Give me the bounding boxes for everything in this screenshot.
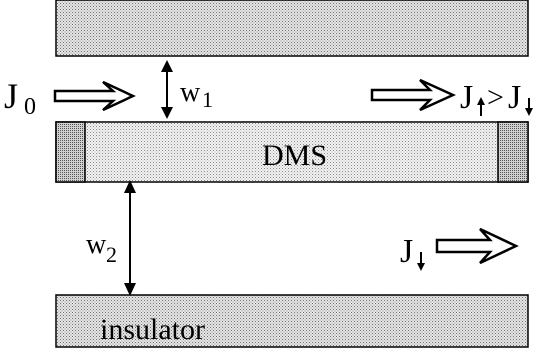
j-down-lower-label: J xyxy=(400,233,425,271)
w2-width-arrow xyxy=(124,180,136,296)
svg-text:2: 2 xyxy=(106,242,117,267)
dms-left-contact xyxy=(55,121,86,183)
j0-label: J 0 xyxy=(4,76,36,120)
j-up-label: J xyxy=(460,79,473,116)
current-flow-arrow-right-top xyxy=(370,78,457,112)
svg-text:w: w xyxy=(180,77,201,108)
svg-text:J: J xyxy=(400,233,413,270)
w1-label: w 1 xyxy=(180,77,213,112)
spin-current-relation: J > J xyxy=(460,79,533,116)
svg-text:w: w xyxy=(86,229,107,260)
greater-than-sign: > xyxy=(487,81,504,114)
spin-down-arrow-icon xyxy=(417,252,425,271)
w1-width-arrow xyxy=(161,60,173,119)
current-flow-arrow-left xyxy=(53,80,136,112)
w2-label: w 2 xyxy=(86,229,117,267)
svg-text:1: 1 xyxy=(202,87,213,112)
dms-layer: DMS xyxy=(55,121,529,183)
spin-up-arrow-icon xyxy=(477,97,485,116)
current-flow-arrow-bottom xyxy=(435,227,519,265)
svg-text:J: J xyxy=(4,76,18,116)
dms-label: DMS xyxy=(262,139,327,172)
spin-down-arrow-icon xyxy=(525,98,533,116)
insulator-layer: insulator xyxy=(55,294,529,348)
j-down-label: J xyxy=(508,79,521,116)
svg-text:0: 0 xyxy=(24,94,36,120)
top-barrier-layer xyxy=(55,0,529,57)
dms-right-contact xyxy=(497,121,529,183)
insulator-label: insulator xyxy=(100,313,205,346)
